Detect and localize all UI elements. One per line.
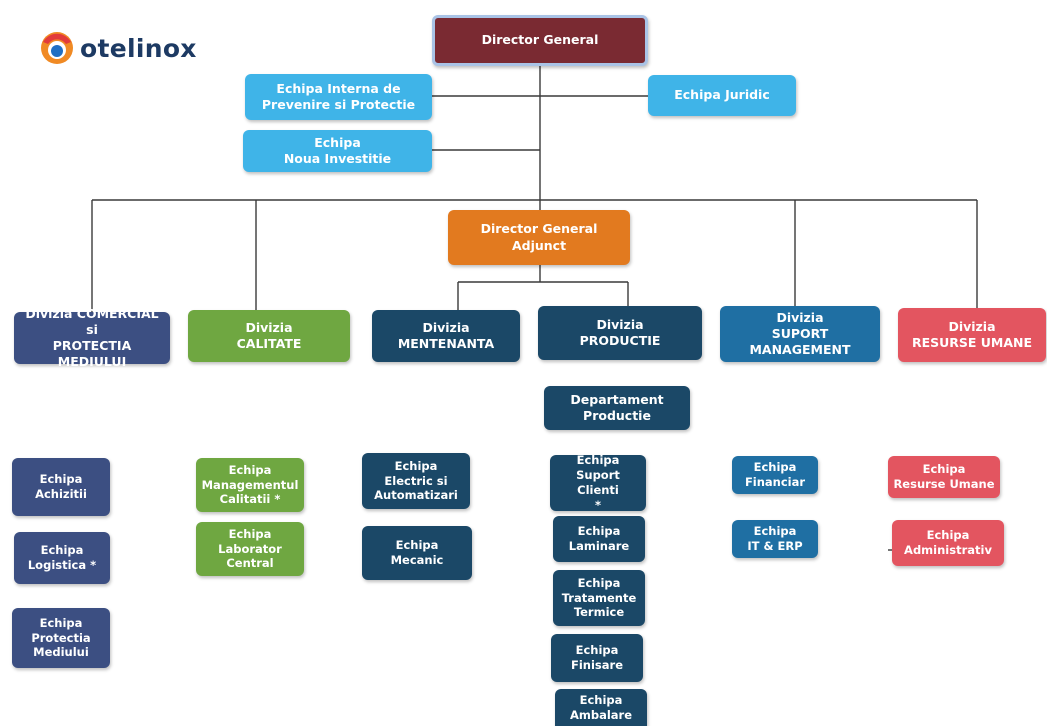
team-financiar: Echipa Financiar bbox=[732, 456, 818, 494]
team-tratamente-termice: Echipa Tratamente Termice bbox=[553, 570, 645, 626]
team-ambalare: Echipa Ambalare bbox=[555, 689, 647, 726]
echipa-investitie-box: Echipa Noua Investitie bbox=[243, 130, 432, 172]
echipa-prevenire-box: Echipa Interna de Prevenire si Protectie bbox=[245, 74, 432, 120]
team-logistica: Echipa Logistica * bbox=[14, 532, 110, 584]
division-suport-management: Divizia SUPORT MANAGEMENT bbox=[720, 306, 880, 362]
echipa-juridic-box: Echipa Juridic bbox=[648, 75, 796, 116]
team-resurse-umane: Echipa Resurse Umane bbox=[888, 456, 1000, 498]
team-managementul-calitatii: Echipa Managementul Calitatii * bbox=[196, 458, 304, 512]
division-resurse-umane: Divizia RESURSE UMANE bbox=[898, 308, 1046, 362]
team-electric-automatizari: Echipa Electric si Automatizari bbox=[362, 453, 470, 509]
team-it-erp: Echipa IT & ERP bbox=[732, 520, 818, 558]
director-general-box: Director General bbox=[432, 15, 648, 66]
division-mentenanta: Divizia MENTENANTA bbox=[372, 310, 520, 362]
team-achizitii: Echipa Achizitii bbox=[12, 458, 110, 516]
division-productie: Divizia PRODUCTIE bbox=[538, 306, 702, 360]
team-laborator-central: Echipa Laborator Central bbox=[196, 522, 304, 576]
team-administrativ: Echipa Administrativ bbox=[892, 520, 1004, 566]
otelinox-logo: otelinox bbox=[40, 26, 197, 70]
logo-mark-icon bbox=[41, 32, 73, 64]
departament-productie: Departament Productie bbox=[544, 386, 690, 430]
team-protectia-mediului: Echipa Protectia Mediului bbox=[12, 608, 110, 668]
division-comercial: Divizia COMERCIAL si PROTECTIA MEDIULUI bbox=[14, 306, 170, 369]
team-laminare: Echipa Laminare bbox=[553, 516, 645, 562]
team-finisare: Echipa Finisare bbox=[551, 634, 643, 682]
division-calitate: Divizia CALITATE bbox=[188, 310, 350, 362]
logo-text: otelinox bbox=[80, 33, 197, 63]
director-adjunct-box: Director General Adjunct bbox=[448, 210, 630, 265]
team-mecanic: Echipa Mecanic bbox=[362, 526, 472, 580]
team-suport-clienti: Echipa Suport Clienti * bbox=[550, 453, 646, 512]
